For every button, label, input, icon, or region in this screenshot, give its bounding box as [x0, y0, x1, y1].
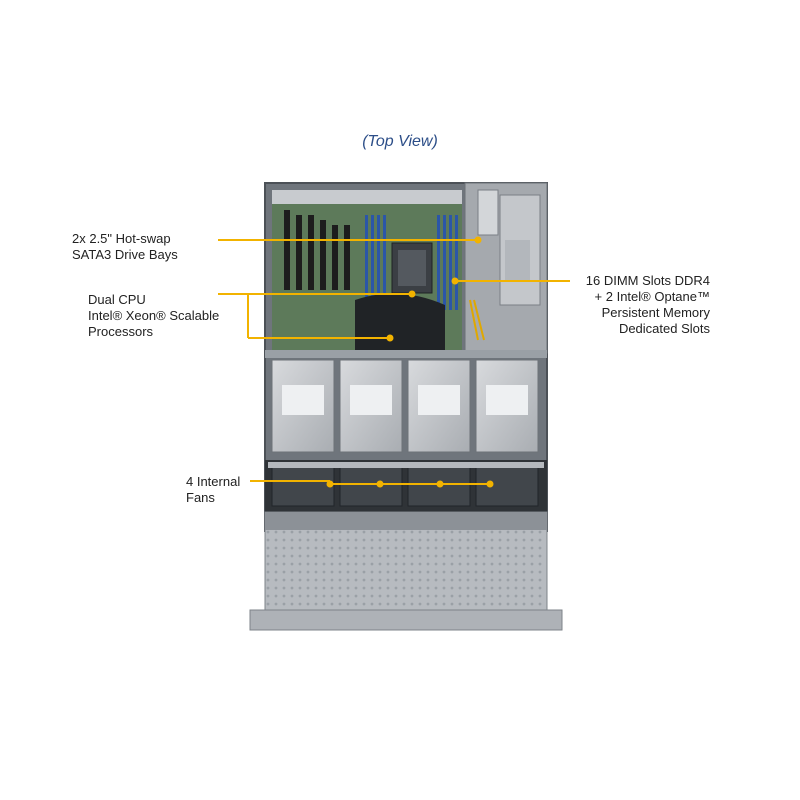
- fans-label-line-2: Fans: [186, 490, 215, 505]
- fans-row: [271, 465, 539, 507]
- callout-lines: [218, 236, 570, 488]
- cpu-label-line-1: Dual CPU: [88, 292, 146, 307]
- drive-bays-label-line-2: SATA3 Drive Bays: [72, 247, 178, 262]
- air-shroud: [355, 293, 445, 350]
- rear-io: [272, 190, 462, 204]
- dimm-label-line-2: + 2 Intel® Optane™: [594, 289, 710, 304]
- dimm-label: 16 DIMM Slots DDR4 + 2 Intel® Optane™ Pe…: [560, 273, 710, 337]
- cpu-label-line-2: Intel® Xeon® Scalable: [88, 308, 220, 323]
- dimm-slots: [365, 215, 458, 310]
- drive-bays-row: [271, 359, 539, 453]
- drive-bays-label-line-1: 2x 2.5" Hot-swap: [72, 231, 171, 246]
- cables: [469, 299, 485, 341]
- dimm-label-line-1: 16 DIMM Slots DDR4: [585, 273, 710, 288]
- cpu-label-line-3: Processors: [88, 324, 154, 339]
- dimm-label-line-3: Persistent Memory: [601, 305, 710, 320]
- fans-label: 4 Internal Fans: [186, 474, 240, 506]
- expansion-slots: [284, 210, 350, 290]
- cpu-label: Dual CPU Intel® Xeon® Scalable Processor…: [88, 292, 219, 340]
- view-title: (Top View): [362, 133, 438, 150]
- front-bezel: [264, 511, 548, 623]
- fans-label-line-1: 4 Internal: [186, 474, 241, 489]
- drive-bays-label: 2x 2.5" Hot-swap SATA3 Drive Bays: [72, 231, 178, 263]
- dimm-label-line-4: Dedicated Slots: [618, 321, 710, 336]
